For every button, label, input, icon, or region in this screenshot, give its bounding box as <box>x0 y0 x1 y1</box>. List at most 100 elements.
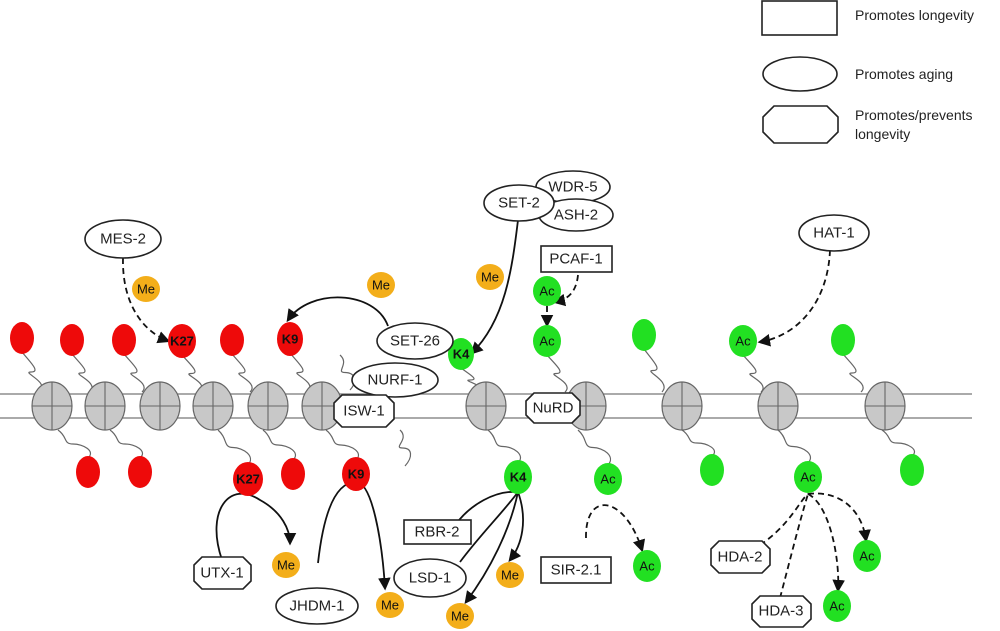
histone-tail-bottom <box>109 429 144 459</box>
histone-tail-tip-top <box>632 319 656 351</box>
me-mark-utx1-label: Me <box>277 558 295 573</box>
arrow-set2-to-k4 <box>470 219 519 355</box>
ac-mark-bottom-2-label: Ac <box>800 470 816 485</box>
arrow-hat1-to-ac <box>757 249 831 347</box>
me-mark-set26 <box>367 272 395 298</box>
site-k27-top-label: K27 <box>170 334 194 349</box>
site-k4-bottom-label: K4 <box>510 470 527 485</box>
histone-tail-top <box>231 353 253 393</box>
histone-tail-top <box>546 354 568 393</box>
arrow-hda2-to-ac <box>759 493 809 546</box>
histone-tail-tip-top <box>10 322 34 354</box>
nucleosome <box>84 381 126 431</box>
ac-mark-pcaf1-label: Ac <box>539 284 555 299</box>
ac-mark-top-1 <box>533 325 561 357</box>
nucleosome <box>757 381 799 431</box>
me-mark-k4-bottom <box>446 603 474 629</box>
histone-tail-tip-bottom <box>281 458 305 490</box>
ac-mark-sir21-label: Ac <box>639 559 655 574</box>
enzyme-hda2-shape <box>710 540 771 574</box>
ac-mark-bottom-2 <box>794 461 822 493</box>
legend-octagon-shape <box>762 105 839 144</box>
enzyme-wdr5-label: WDR-5 <box>548 179 597 196</box>
enzyme-nurf1-label: NURF-1 <box>368 372 423 389</box>
enzyme-mes2-shape <box>84 219 162 259</box>
legend-rectangle-shape <box>761 0 838 36</box>
modified-sites: K27 K9 K4 K27 K9 K4 <box>168 322 532 496</box>
histone-tail-bottom <box>57 429 92 459</box>
modification-marks: Me Me Me Me Me Me Me Ac Ac Ac Ac Ac Ac A… <box>132 264 881 629</box>
arrows <box>122 219 871 605</box>
legend-aging-label: Promotes aging <box>855 66 953 82</box>
enzyme-hat1-shape <box>798 214 870 252</box>
enzyme-rbr2-shape <box>403 519 472 545</box>
histone-tail-tip-bottom <box>76 456 100 488</box>
arrow-sir21-deacetylation <box>585 504 646 553</box>
histone-tails <box>10 319 924 490</box>
enzyme-sir21-shape <box>540 556 612 584</box>
arrow-rbr2-to-k4 <box>455 491 519 525</box>
enzyme-utx1-shape <box>193 556 252 590</box>
arrow-set26-to-k9 <box>286 296 389 327</box>
enzyme-jhdm1-shape <box>275 587 359 625</box>
histone-tail-loose <box>339 354 356 391</box>
nucleosome <box>31 381 73 431</box>
legend: Promotes longevity Promotes aging Promot… <box>761 0 974 144</box>
me-mark-k4-right-label: Me <box>501 568 519 583</box>
histone-tail-top <box>181 354 203 393</box>
me-mark-jhdm1 <box>376 592 404 618</box>
enzyme-nurf1-shape <box>351 362 439 398</box>
nucleosome <box>247 381 289 431</box>
site-k9-bottom-label: K9 <box>348 467 365 482</box>
enzyme-nurd-label: NuRD <box>533 400 574 417</box>
enzyme-hda3-label: HDA-3 <box>758 603 803 620</box>
histone-tail-bottom <box>577 429 612 466</box>
nucleosome <box>465 381 507 431</box>
histone-tail-bottom <box>217 429 252 466</box>
site-k4-top-label: K4 <box>453 347 470 362</box>
site-k4-top <box>448 338 474 370</box>
enzyme-jhdm1-label: JHDM-1 <box>290 598 345 615</box>
arrow-lsd1-to-k4 <box>459 491 519 563</box>
ac-mark-bottom-1 <box>594 463 622 495</box>
ac-mark-bottom-1-label: Ac <box>600 472 616 487</box>
ac-mark-hda-lower-label: Ac <box>829 599 845 614</box>
ac-mark-pcaf1 <box>533 276 561 306</box>
enzyme-set2-shape <box>483 184 555 222</box>
nucleosome <box>192 381 234 431</box>
histone-tail-top <box>643 348 665 393</box>
histone-tail-bottom <box>487 429 522 464</box>
histone-tail-bottom <box>325 429 360 461</box>
ac-mark-hda-right-label: Ac <box>859 549 875 564</box>
arrow-k9-jhdm1-demethylation <box>317 481 391 591</box>
histone-tail-top <box>21 351 43 393</box>
enzyme-sir21-label: SIR-2.1 <box>551 562 602 579</box>
arrow-k27-utx1-demethylation <box>215 493 297 561</box>
ac-mark-sir21 <box>633 550 661 582</box>
ac-mark-top-1-label: Ac <box>539 334 555 349</box>
legend-longevity-label: Promotes longevity <box>855 7 974 23</box>
histone-tail-top <box>71 353 93 393</box>
ac-mark-top-2 <box>729 325 757 357</box>
enzyme-hda3-shape <box>751 595 812 628</box>
histone-tail-tip-top <box>60 324 84 356</box>
arrow-k4-to-me-right <box>508 491 524 562</box>
site-k27-bottom-label: K27 <box>236 472 260 487</box>
me-mark-set2 <box>476 264 504 290</box>
enzyme-nurd-shape <box>525 392 581 424</box>
enzyme-set26-shape <box>376 322 454 360</box>
site-k9-top-label: K9 <box>282 332 299 347</box>
histone-tail-top <box>123 353 145 393</box>
histone-tail-tip-bottom <box>900 454 924 486</box>
histone-tail-bottom <box>777 429 812 464</box>
me-mark-mes2 <box>132 276 160 302</box>
enzyme-lsd1-label: LSD-1 <box>409 570 452 587</box>
histone-tail-bottom <box>681 429 716 457</box>
enzyme-hat1-label: HAT-1 <box>813 225 854 242</box>
enzyme-rbr2-label: RBR-2 <box>414 524 459 541</box>
me-mark-jhdm1-label: Me <box>381 598 399 613</box>
arrow-k4-to-me-bottom <box>464 491 519 605</box>
enzyme-set26-label: SET-26 <box>390 333 440 350</box>
arrow-mes2-to-k27 <box>122 257 171 344</box>
